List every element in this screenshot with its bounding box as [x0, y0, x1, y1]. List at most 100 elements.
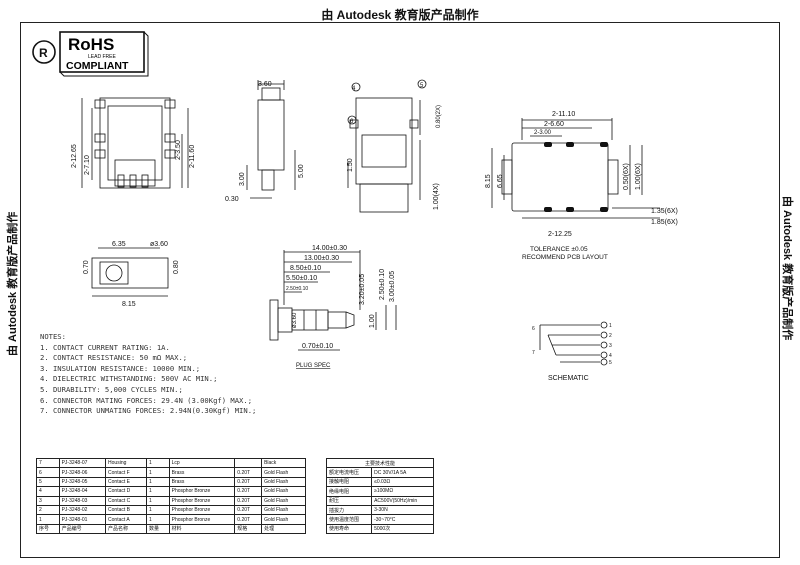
table-cell: Gold Flash	[261, 514, 306, 525]
table-cell: Brass	[168, 476, 236, 488]
plug-dim-1: 14.00±0.30	[312, 245, 347, 252]
table-cell: 1	[146, 486, 170, 497]
dim-pos: 0.80(2X)	[436, 105, 442, 128]
table-cell: 1	[146, 495, 170, 506]
table-cell: DC 30V/1A 5A	[371, 467, 434, 478]
table-cell	[234, 457, 263, 469]
table-cell: 1	[146, 467, 170, 478]
table-cell: 0.20T	[234, 486, 263, 497]
table-cell: Contact F	[105, 467, 148, 478]
rohs-seal-icon	[32, 40, 56, 64]
table-cell: Contact A	[105, 514, 148, 525]
note-line: 3. INSULATION RESISTANCE: 10000 MIN.;	[40, 363, 201, 373]
table-cell: PJ-3248-05	[58, 476, 107, 488]
dim-top-left-1: 2-12.65	[71, 144, 78, 168]
plug-spec-label: PLUG SPEC	[296, 363, 331, 369]
table-cell: 0.20T	[234, 476, 263, 488]
sch-pin-4: 4	[609, 353, 612, 359]
plug-view	[269, 250, 397, 351]
table-cell: Phosphor Bronze	[168, 495, 236, 506]
table-cell: 7	[36, 457, 60, 469]
pcb-w2: 2-6.60	[544, 121, 564, 128]
table-cell: Gold Flash	[261, 495, 306, 506]
dim-top-width: 3.60	[258, 81, 272, 88]
pcb-r2: 1.00(6X)	[635, 163, 642, 190]
pcb-pads	[544, 142, 608, 212]
table-cell: 使用温度范围	[325, 514, 373, 525]
table-cell: PJ-3248-04	[58, 486, 107, 497]
table-cell: Gold Flash	[261, 486, 306, 497]
table-cell: 1	[146, 504, 170, 516]
sch-pin-3: 3	[609, 343, 612, 349]
table-cell: ≥100MΩ	[371, 486, 434, 497]
schematic-label: SCHEMATIC	[548, 375, 589, 382]
header-watermark: 由 Autodesk 教育版产品制作	[321, 8, 479, 22]
table-row: 绝缘电阻≥100MΩ	[325, 486, 434, 497]
pcb-tolerance: TOLERANCE ±0.05	[530, 246, 588, 253]
table-cell: PJ-3248-01	[58, 514, 107, 525]
dim-bottom-w2: 8.15	[122, 301, 136, 308]
dim-side-h1: 3.00	[239, 172, 246, 186]
dim-side-h2: 5.00	[298, 164, 305, 178]
note-line: 2. CONTACT RESISTANCE: 50 mΩ MAX.;	[40, 353, 188, 363]
table-row: 接触电阻≤0.03Ω	[325, 476, 434, 488]
front-view	[347, 79, 427, 213]
dim-bottom-dia: ø3.60	[150, 241, 168, 248]
table-cell: PJ-3248-02	[58, 504, 107, 516]
pcb-r4: 1.85(6X)	[651, 219, 678, 226]
table-cell: 0.20T	[234, 514, 263, 525]
table-cell: 5	[36, 476, 60, 488]
note-line: 4. DIELECTRIC WITHSTANDING: 500V AC MIN.…	[40, 374, 218, 384]
table-cell: 5000次	[371, 523, 434, 535]
callout-6: 6	[350, 119, 354, 125]
table-cell: 产品编号	[58, 523, 107, 535]
table-row: 序号产品编号产品名称数量材料规格处理	[36, 523, 306, 535]
rohs-badge: R RoHS LEAD FREE COMPLIANT	[32, 31, 149, 77]
plug-dim-3: 8.50±0.10	[290, 265, 321, 272]
table-cell: 2	[36, 504, 60, 516]
drawing-frame	[20, 22, 780, 558]
table-cell: 额定电流电压	[325, 467, 373, 478]
table-cell: Housing	[105, 457, 148, 469]
callout-4: 4	[352, 86, 356, 92]
table-cell: PJ-3248-03	[58, 495, 107, 506]
dim-front-t: 1.00(4X)	[433, 183, 440, 210]
table-cell: 6	[36, 467, 60, 478]
table-cell: Gold Flash	[261, 476, 306, 488]
table-cell: Lcp	[168, 457, 236, 469]
table-cell: 0.20T	[234, 495, 263, 506]
table-cell: 接触电阻	[325, 476, 373, 488]
table-cell: 1	[146, 476, 170, 488]
table-cell: 3-30N	[371, 504, 434, 516]
sch-pin-5: 5	[609, 360, 612, 366]
table-cell: 产品名称	[105, 523, 148, 535]
table-cell: 插拔力	[325, 504, 373, 516]
note-line: 7. CONNECTOR UNMATING FORCES: 2.94N(0.30…	[40, 406, 257, 416]
table-cell: 绝缘电阻	[325, 486, 373, 497]
plug-dim-v1: 3.20±0.05	[359, 274, 366, 305]
dim-bottom-h1: 0.70	[83, 260, 90, 274]
dim-front-h: 1.50	[347, 158, 354, 172]
svg-text:R: R	[39, 46, 48, 60]
table-cell: Gold Flash	[261, 467, 306, 478]
notes-block: NOTES: 1. CONTACT CURRENT RATING: 1A. 2.…	[40, 332, 256, 417]
side-view	[246, 80, 296, 199]
table-cell: 数量	[146, 523, 170, 535]
rohs-compliant: COMPLIANT	[66, 60, 129, 72]
table-cell: 1	[146, 514, 170, 525]
sch-pin-6: 6	[532, 326, 535, 332]
dim-top-right-1: 2-3.50	[175, 140, 182, 160]
table-cell: Contact D	[105, 486, 148, 497]
sch-pin-1: 1	[609, 323, 612, 329]
table-cell: 3	[36, 495, 60, 506]
pcb-w3: 2-3.00	[534, 130, 552, 136]
top-view	[81, 97, 189, 189]
table-cell: 0.20T	[234, 504, 263, 516]
